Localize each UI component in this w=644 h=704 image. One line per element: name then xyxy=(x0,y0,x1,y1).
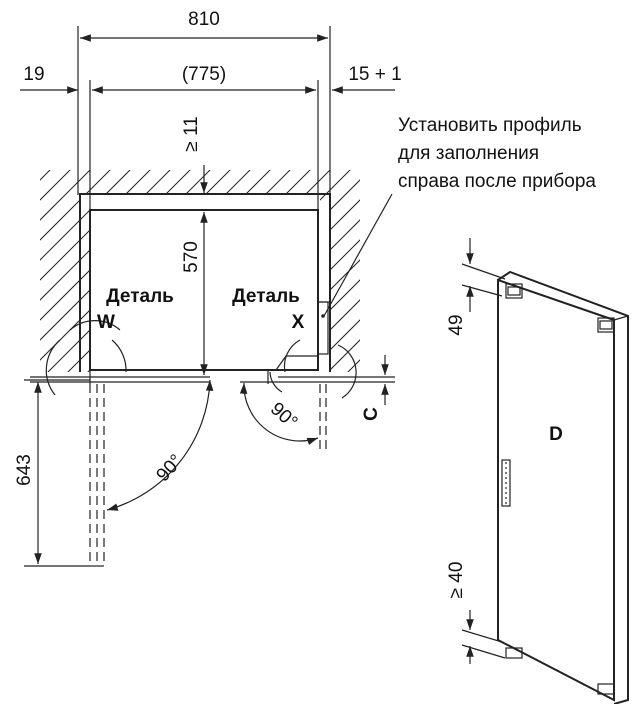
hatch-line xyxy=(40,170,41,372)
hatch-line xyxy=(359,170,360,372)
hatch-line xyxy=(59,170,301,372)
hatch-line xyxy=(480,160,644,400)
label-d: D xyxy=(549,424,563,445)
dim-door-top-offset: 49 xyxy=(446,314,467,335)
hatch-line xyxy=(40,170,61,372)
left-door-open xyxy=(45,320,127,567)
hatch-line xyxy=(259,170,360,372)
door-panel-d xyxy=(461,238,629,704)
hatch-line xyxy=(219,170,360,372)
dim-inner-width: (775) xyxy=(182,64,226,85)
hatch-line xyxy=(119,170,360,372)
label-detail-w-title: Деталь xyxy=(106,286,174,307)
note-leader xyxy=(323,193,393,317)
note-line-1: Установить профиль xyxy=(398,115,582,136)
dim-right-gap: 15 + 1 xyxy=(348,64,401,85)
hatch-line xyxy=(239,170,360,372)
hatch-line xyxy=(40,170,221,372)
label-detail-x-title: Деталь xyxy=(232,286,300,307)
hatch-line xyxy=(40,170,281,372)
label-detail-w-letter: W xyxy=(97,312,115,333)
dimension-lines xyxy=(20,26,395,567)
niche-outline xyxy=(79,193,331,372)
hatch-line xyxy=(40,170,201,372)
hatch-line xyxy=(40,170,261,372)
note-line-2: для заполнения xyxy=(398,143,539,164)
hatch-line xyxy=(299,170,360,372)
dim-left-gap: 19 xyxy=(23,64,44,85)
hatch-line xyxy=(279,170,360,372)
hatch-line xyxy=(179,170,360,372)
wall-hatching xyxy=(0,160,644,400)
hatch-line xyxy=(0,160,20,400)
label-detail-x-letter: X xyxy=(292,312,305,333)
angle-right-door: 90° xyxy=(266,398,301,433)
hatch-line xyxy=(460,160,644,400)
dim-top-gap: ≥ 11 xyxy=(181,116,202,151)
label-c: C xyxy=(361,407,382,421)
hatch-line xyxy=(40,170,141,372)
dim-door-bottom-offset: ≥ 40 xyxy=(446,562,467,599)
hatch-line xyxy=(400,160,640,400)
angle-left-door: 90° xyxy=(152,451,187,486)
dim-total-width: 810 xyxy=(188,9,220,30)
hatch-line xyxy=(40,170,101,372)
floor-line xyxy=(30,370,395,384)
hatch-line xyxy=(199,170,360,372)
dim-door-depth: 643 xyxy=(14,454,35,486)
dim-depth: 570 xyxy=(181,241,202,273)
hatch-line xyxy=(99,170,341,372)
hatch-line xyxy=(500,160,644,400)
hatch-line xyxy=(339,170,360,372)
hatch-line xyxy=(319,170,360,372)
note-line-3: справа после прибора xyxy=(398,171,596,192)
